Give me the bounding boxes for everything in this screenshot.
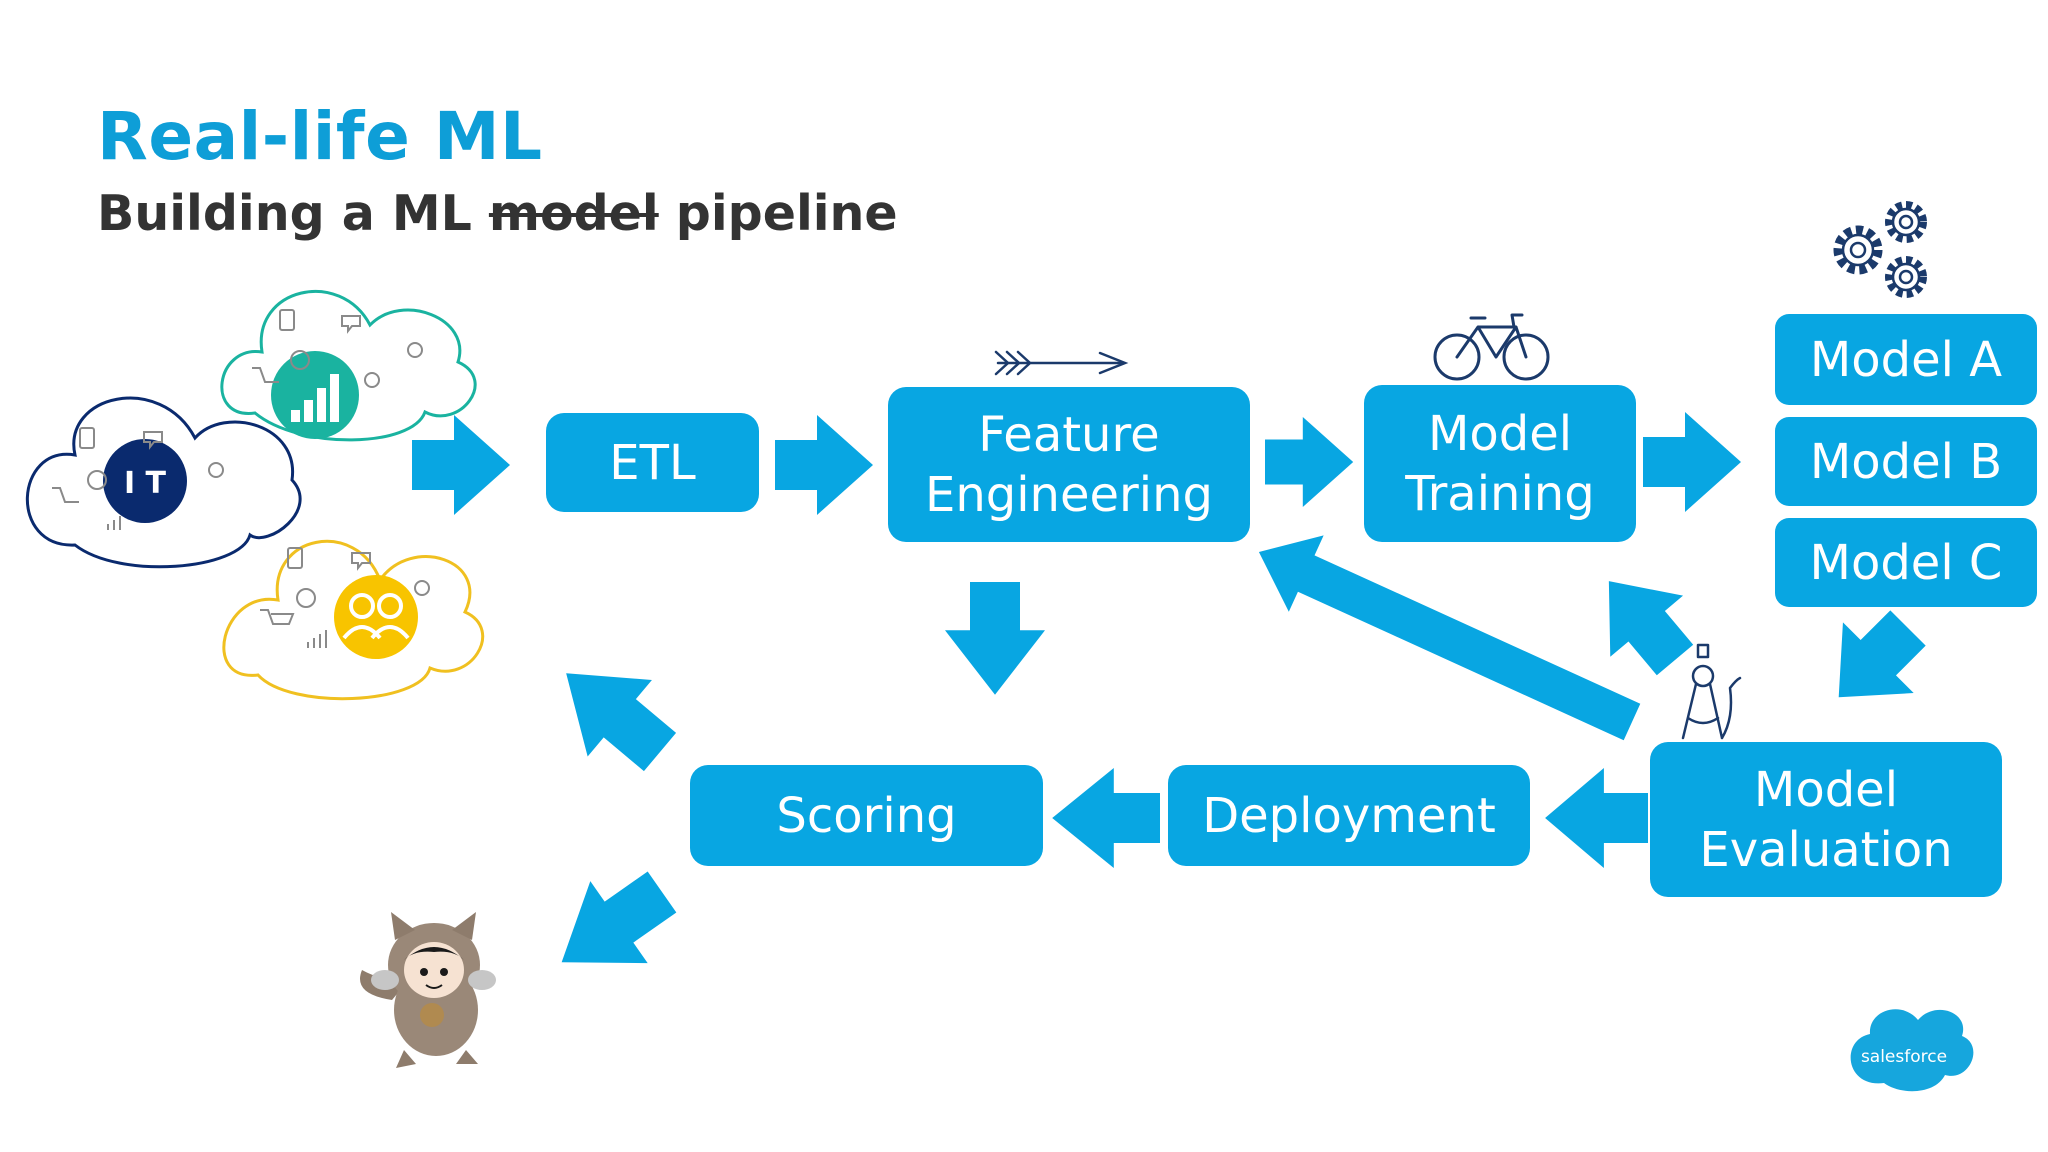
stage-model-training: Model Training [1364, 385, 1636, 542]
arrow-evaluation-to-feature [1258, 535, 1641, 741]
subtitle-struck-word: model [488, 185, 659, 242]
gears-icon [1833, 201, 1927, 298]
analytics-cloud-icon [220, 289, 477, 442]
arrow-deployment-to-scoring [1052, 768, 1160, 868]
arrow-etl-to-feature [775, 415, 873, 515]
arrow-models-to-evaluation [1838, 610, 1926, 698]
stage-model-evaluation-label: Model Evaluation [1699, 761, 1953, 878]
community-cloud-icon [222, 540, 485, 701]
stage-model-c: Model C [1775, 518, 2037, 607]
stage-model-evaluation: Model Evaluation [1650, 742, 2002, 897]
stage-model-a-label: Model A [1809, 331, 2003, 388]
stage-etl: ETL [546, 413, 759, 512]
slide-title: Real-life ML [97, 98, 543, 175]
subtitle-part-2: pipeline [658, 185, 898, 242]
slide-subtitle: Building a ML model pipeline [97, 185, 898, 242]
stage-model-training-label: Model Training [1405, 405, 1595, 522]
stage-etl-label: ETL [609, 434, 696, 491]
stage-deployment: Deployment [1168, 765, 1530, 866]
arrow-evaluation-to-deployment [1545, 768, 1648, 868]
stage-model-b: Model B [1775, 417, 2037, 506]
stage-model-a: Model A [1775, 314, 2037, 405]
astro-mascot-icon [360, 912, 496, 1068]
arrow-scoring-down [561, 871, 677, 964]
iot-cloud-icon: I T [25, 396, 302, 569]
stage-model-b-label: Model B [1809, 433, 2003, 490]
stage-feature-engineering: Feature Engineering [888, 387, 1250, 542]
compass-icon [1681, 643, 1742, 740]
arrow-sources-to-etl [412, 415, 510, 515]
subtitle-part-1: Building a ML [97, 185, 489, 242]
iot-badge-label: I T [124, 466, 167, 501]
arrow-feature-down [945, 582, 1045, 695]
stage-scoring-label: Scoring [776, 787, 957, 844]
stage-scoring: Scoring [690, 765, 1043, 866]
arrow-evaluation-to-training [1608, 581, 1694, 676]
arrow-feather-icon [994, 350, 1129, 376]
salesforce-logo-icon: salesforce [1850, 1009, 1974, 1092]
stage-deployment-label: Deployment [1202, 787, 1496, 844]
logo-text: salesforce [1861, 1047, 1947, 1067]
stage-feature-engineering-label: Feature Engineering [925, 406, 1213, 523]
arrow-scoring-back-up [566, 673, 677, 772]
bicycle-icon [1433, 313, 1550, 381]
stage-model-c-label: Model C [1809, 534, 2003, 591]
arrow-training-to-models [1643, 412, 1741, 512]
arrow-feature-to-training [1265, 417, 1354, 507]
